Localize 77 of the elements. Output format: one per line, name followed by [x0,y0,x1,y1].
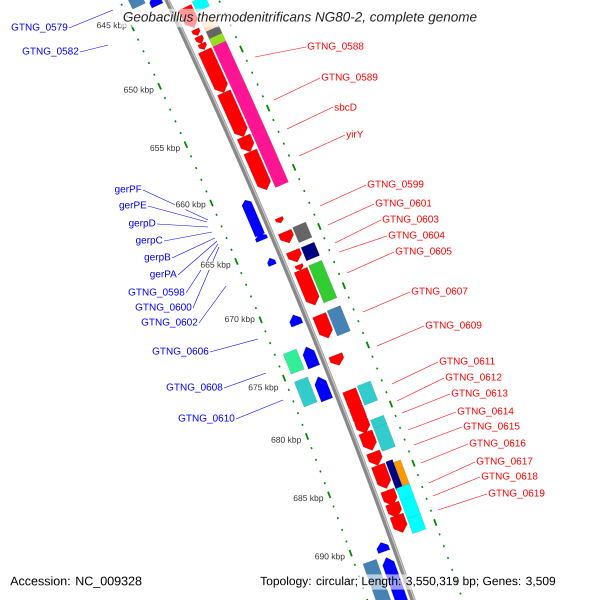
gene-label: GTNG_0619 [488,490,544,498]
leader-line [80,44,108,52]
tick-label: 685 kbp [292,494,324,504]
leader-line [178,240,218,276]
gene-label: GTNG_0612 [446,374,502,382]
tick-label: 645 kbp [96,22,128,30]
leader-line [254,46,306,58]
tick-label: 655 kbp [149,144,181,154]
leader-line [328,204,374,226]
tick-label: 675 kbp [248,384,279,393]
gene-label: GTNG_0602 [142,318,198,328]
gene-label: GTNG_0599 [368,180,424,190]
leader-line [236,400,284,420]
gene-label: gerpB [144,254,170,262]
leader-line [274,78,320,100]
gene-label: GTNG_0615 [464,422,520,432]
leader-line [156,224,208,228]
gene-label: GTNG_0614 [458,408,514,416]
leader-line [428,462,476,484]
gene-label: gerPF [115,186,142,194]
leader-line [286,106,334,130]
leader-line [432,476,480,496]
tick-label: 680 kbp [270,436,302,445]
leader-line [298,134,346,156]
leader-line [396,378,444,402]
tick-label: 660 kbp [175,200,206,210]
gene-label: GTNG_0582 [22,48,78,56]
gene-label: GTNG_0588 [308,42,364,52]
gene-label: yirY [346,130,364,140]
gene-label: GTNG_0618 [482,472,538,482]
gene-label: gerPA [150,270,177,280]
gene-label: GTNG_0617 [476,458,532,466]
gene-label: GTNG_0616 [470,440,526,448]
gene-label: GTNG_0589 [322,74,378,82]
leader-line [320,184,366,206]
gene-label: GTNG_0605 [396,248,452,256]
gene-label: sbcD [334,103,356,111]
gene-label: GTNG_0606 [152,348,208,356]
leader-line [414,426,462,446]
leader-line [376,326,424,346]
gene-label: gerpD [129,220,156,228]
footer-text: Accession: NC_009328 [10,576,142,588]
leader-line [338,236,388,252]
footer-text: Topology: circular; Length: 3,550,319 bp; Genes: 3,509 [258,574,558,590]
leader-line [402,394,450,414]
gene-label: GTNG_0598 [128,288,184,298]
leader-line [172,238,216,258]
leader-line [224,372,266,388]
leader-line [148,206,208,222]
leader-line [408,412,456,430]
leader-line [420,444,468,464]
gene-label: GTNG_0608 [166,384,222,392]
leader-line [68,10,114,28]
tick-label: 650 kbp [123,86,154,95]
leader-line [346,252,394,274]
leader-line [164,232,212,242]
gene-label: GTNG_0611 [440,358,495,366]
leader-line [438,494,488,510]
gene-label: GTNG_0601 [376,200,432,208]
tick-label: 670 kbp [224,315,256,324]
gene-label: GTNG_0603 [382,216,438,224]
gene-label: GTNG_0600 [136,304,192,312]
gene-label: GTNG_0609 [426,322,482,330]
gene-label: GTNG_0610 [178,414,234,424]
leader-line [198,286,226,324]
gene-label: GTNG_0604 [388,232,445,240]
leader-line [210,338,258,352]
gene-label: gerpC [136,236,162,246]
leader-line [392,362,438,384]
gene-label: gerPE [119,202,146,210]
gene-label: GTNG_0607 [412,288,468,296]
tick-label: 665 kbp [200,260,232,270]
leader-line [362,292,410,312]
leader-line [334,220,382,244]
tick-label: 690 kbp [314,552,346,562]
gene-label: GTNG_0613 [452,390,508,398]
gene-label: GTNG_0579 [12,24,68,32]
